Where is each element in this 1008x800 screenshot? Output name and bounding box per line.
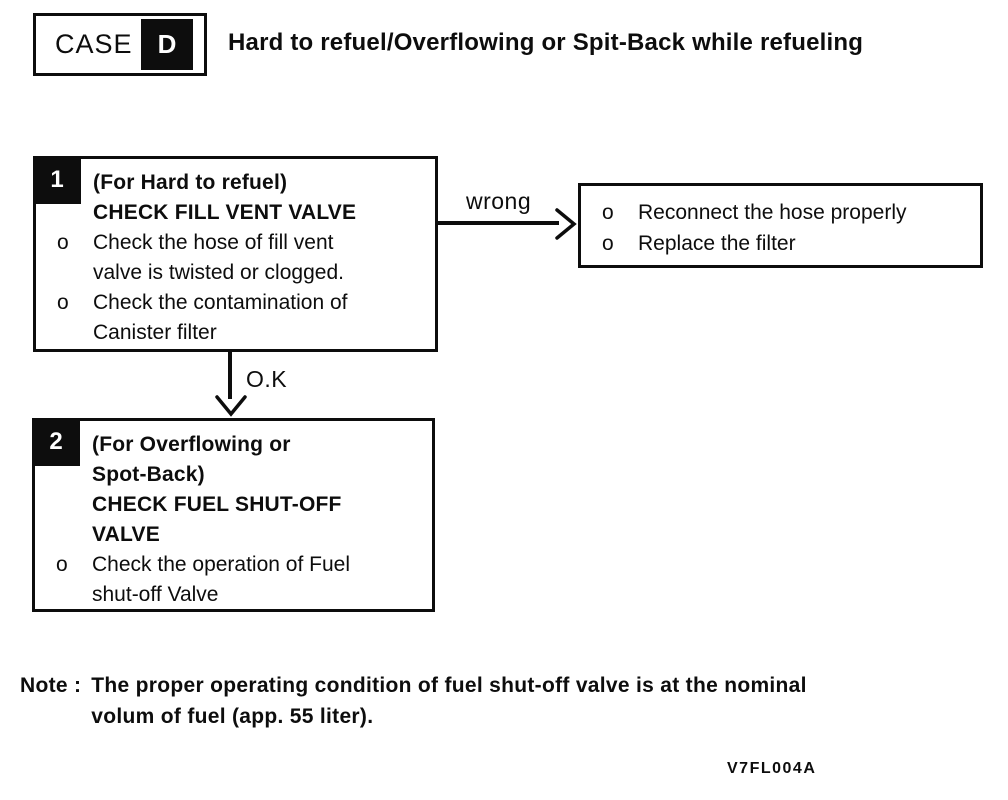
step1-bullet: o Check the hose of fill vent valve is t…: [57, 228, 427, 288]
step2-bullet: o Check the operation of Fuel shut-off V…: [56, 550, 424, 610]
step1-heading-line: CHECK FILL VENT VALVE: [93, 201, 357, 224]
bullet-text: Check the contamination of Canister filt…: [93, 288, 427, 348]
step2-heading: (For Overflowing or Spot-Back) CHECK FUE…: [92, 430, 424, 550]
step2-content: (For Overflowing or Spot-Back) CHECK FUE…: [35, 421, 432, 610]
ok-arrow-label: O.K: [246, 366, 288, 392]
bullet-text-line: valve is twisted or clogged.: [93, 261, 344, 284]
step1-heading-line: (For Hard to refuel): [93, 171, 288, 194]
down-arrowhead-icon: [215, 395, 247, 417]
note-line: The proper operating condition of fuel s…: [91, 674, 807, 697]
step1-box: 1 (For Hard to refuel) CHECK FILL VENT V…: [33, 156, 438, 352]
bullet-text-line: shut-off Valve: [92, 583, 219, 606]
bullet-text-line: Check the operation of Fuel: [92, 553, 350, 576]
case-badge-box: CASE D: [33, 13, 207, 76]
note: Note : The proper operating condition of…: [20, 670, 807, 732]
case-letter-badge: D: [141, 19, 193, 70]
bullet-marker: o: [56, 553, 68, 576]
note-label: Note :: [20, 674, 82, 697]
step1-heading: (For Hard to refuel) CHECK FILL VENT VAL…: [93, 168, 427, 228]
case-label: CASE: [55, 29, 133, 59]
bullet-text: Replace the filter: [638, 232, 796, 255]
bullet-text: Check the hose of fill vent valve is twi…: [93, 228, 427, 288]
figure-code: V7FL004A: [727, 760, 817, 777]
step1-content: (For Hard to refuel) CHECK FILL VENT VAL…: [36, 159, 435, 348]
step2-heading-line: Spot-Back): [92, 463, 205, 486]
bullet-marker: o: [602, 201, 614, 224]
wrong-result-content: o Reconnect the hose properly o Replace …: [581, 186, 980, 259]
note-line: volum of fuel (app. 55 liter).: [91, 705, 374, 728]
step1-number-badge: 1: [33, 156, 81, 204]
step1-bullet: o Check the contamination of Canister fi…: [57, 288, 427, 348]
note-body: The proper operating condition of fuel s…: [91, 670, 807, 732]
wrong-result-bullet: o Reconnect the hose properly: [602, 197, 972, 228]
ok-arrow-line: [228, 352, 232, 399]
wrong-result-box: o Reconnect the hose properly o Replace …: [578, 183, 983, 268]
bullet-text-line: Canister filter: [93, 321, 217, 344]
bullet-marker: o: [57, 231, 69, 254]
bullet-text-line: Check the contamination of: [93, 291, 348, 314]
wrong-arrow-label: wrong: [466, 188, 532, 214]
wrong-result-bullet: o Replace the filter: [602, 228, 972, 259]
bullet-text: Reconnect the hose properly: [638, 201, 907, 224]
step2-number-badge: 2: [32, 418, 80, 466]
bullet-marker: o: [602, 232, 614, 255]
step2-box: 2 (For Overflowing or Spot-Back) CHECK F…: [32, 418, 435, 612]
step2-heading-line: (For Overflowing or: [92, 433, 291, 456]
wrong-arrow-line: [438, 221, 559, 225]
step2-heading-line: VALVE: [92, 523, 160, 546]
bullet-text-line: Check the hose of fill vent: [93, 231, 334, 254]
step2-heading-line: CHECK FUEL SHUT-OFF: [92, 493, 342, 516]
bullet-marker: o: [57, 291, 69, 314]
right-arrowhead-icon: [555, 208, 577, 240]
page-title: Hard to refuel/Overflowing or Spit-Back …: [228, 29, 864, 56]
bullet-text: Check the operation of Fuel shut-off Val…: [92, 550, 424, 610]
